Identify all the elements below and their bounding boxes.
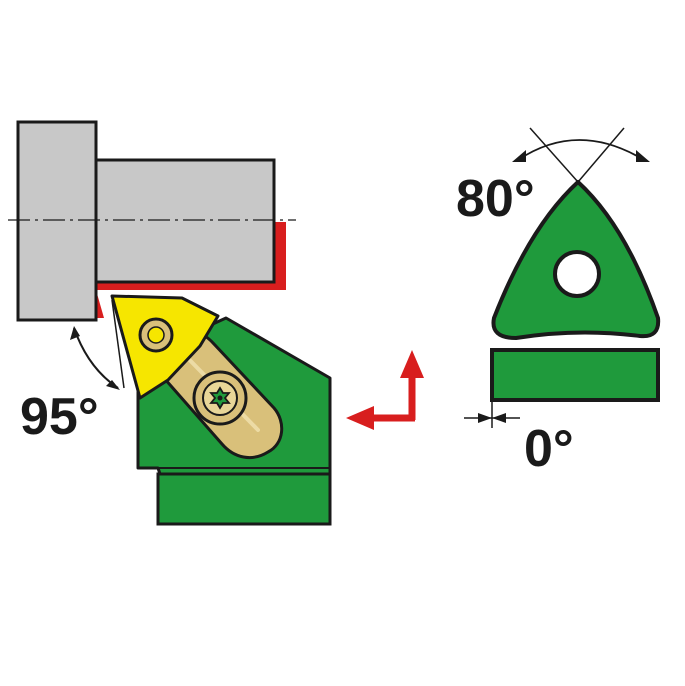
workpiece bbox=[8, 120, 296, 322]
torx-screw-icon bbox=[192, 370, 248, 426]
holder-shank bbox=[156, 472, 332, 526]
workpiece-shoulder bbox=[16, 120, 98, 322]
insert-side-profile bbox=[490, 348, 660, 402]
trigon-insert-hole bbox=[553, 250, 601, 298]
approach-angle-arrowhead-bottom bbox=[106, 380, 120, 390]
insert-top-view: 80° bbox=[456, 127, 661, 340]
approach-angle-dimension: 95° bbox=[20, 299, 125, 446]
approach-angle-arc bbox=[73, 327, 119, 389]
feed-direction-arrows-icon bbox=[346, 350, 424, 430]
approach-angle-label: 95° bbox=[20, 388, 99, 446]
cutting-insert bbox=[110, 294, 220, 400]
clearance-angle-dimension bbox=[464, 402, 520, 428]
approach-angle-arrowhead-top bbox=[70, 326, 80, 340]
clearance-angle-label: 0° bbox=[524, 420, 574, 478]
insert-side-view: 0° bbox=[464, 348, 660, 478]
insert-angle-label: 80° bbox=[456, 170, 535, 228]
insert-angle-dimension bbox=[512, 127, 650, 183]
workpiece-turned-diameter bbox=[94, 158, 276, 284]
